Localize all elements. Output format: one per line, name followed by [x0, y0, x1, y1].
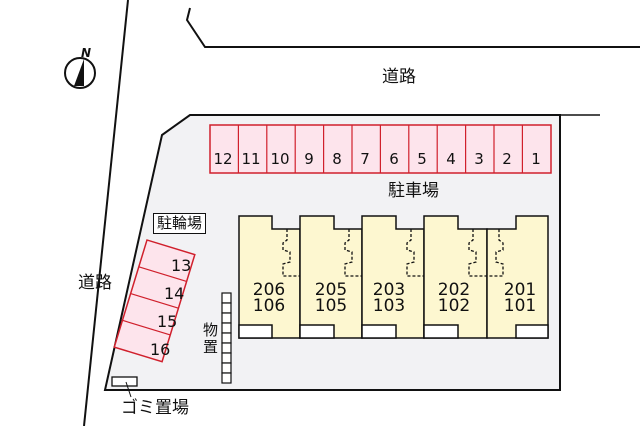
bicycle-slot-16: 16 [150, 340, 171, 359]
parking-slot-7: 7 [360, 150, 370, 168]
trash-station-label: ゴミ置場 [121, 398, 189, 418]
parking-slot-10: 10 [270, 150, 290, 168]
parking-slot-4: 4 [446, 150, 456, 168]
parking-slot-2: 2 [502, 150, 512, 168]
parking-slot-3: 3 [474, 150, 484, 168]
left-road-label: 道路 [78, 273, 112, 293]
bicycle-slot-15: 15 [157, 312, 178, 331]
top-road-edge [185, 7, 640, 48]
storage-sheds [221, 292, 232, 384]
parking-slot-9: 9 [304, 150, 314, 168]
parking-label: 駐車場 [388, 181, 439, 201]
parking-area [209, 124, 552, 174]
parking-slot-6: 6 [389, 150, 399, 168]
parking-slot-12: 12 [213, 150, 233, 168]
parking-slot-8: 8 [332, 150, 342, 168]
north-label: N [81, 46, 92, 60]
bicycle-parking-area [113, 239, 196, 363]
left-road-edge [83, 0, 129, 426]
parking-slot-1: 1 [531, 150, 541, 168]
stair-outlines [282, 229, 504, 277]
top-road-label: 道路 [382, 67, 416, 87]
trash-leader-line [125, 381, 132, 398]
bicycle-parking-label: 駐輪場 [153, 213, 207, 234]
bicycle-slot-13: 13 [171, 256, 192, 275]
storage-label: 物置 [203, 321, 219, 356]
bicycle-slot-14: 14 [164, 284, 185, 303]
parking-slot-11: 11 [241, 150, 261, 168]
apartment-building [238, 215, 549, 339]
trash-station [111, 376, 138, 387]
north-compass-icon [64, 57, 96, 89]
parking-slot-5: 5 [417, 150, 427, 168]
